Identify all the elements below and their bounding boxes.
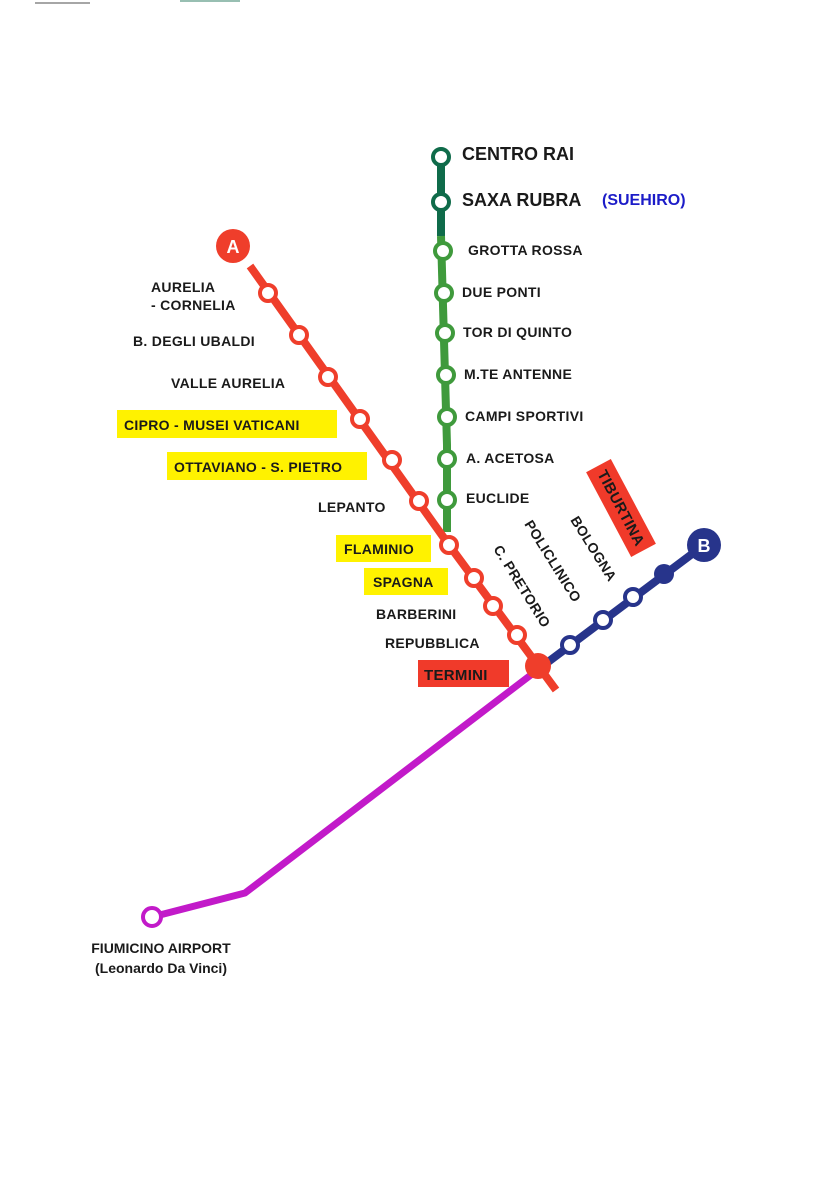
station-marker-green[interactable]	[436, 365, 456, 385]
station-label-flaminio: FLAMINIO	[344, 541, 414, 557]
airport-line-track	[151, 665, 543, 921]
station-marker-b[interactable]	[623, 587, 643, 607]
station-label-grotta-rossa: GROTTA ROSSA	[468, 242, 583, 258]
station-marker-b[interactable]	[560, 635, 580, 655]
station-marker-b[interactable]	[593, 610, 613, 630]
station-label-cipro: CIPRO - MUSEI VATICANI	[124, 417, 300, 433]
station-marker-green[interactable]	[437, 490, 457, 510]
station-marker-a[interactable]	[483, 596, 503, 616]
station-marker-green-dark[interactable]	[431, 192, 451, 212]
highlight-termini	[418, 660, 509, 687]
station-marker-green[interactable]	[437, 407, 457, 427]
station-label-lepanto: LEPANTO	[318, 499, 386, 515]
station-marker-a[interactable]	[409, 491, 429, 511]
station-marker-a[interactable]	[439, 535, 459, 555]
line-b-badge[interactable]: B	[687, 528, 721, 562]
station-label-euclide: EUCLIDE	[466, 490, 530, 506]
line-a-badge-label: A	[227, 237, 240, 257]
suehiro-note: (SUEHIRO)	[602, 192, 686, 209]
station-marker-green[interactable]	[433, 241, 453, 261]
line-b-badge-label: B	[698, 536, 711, 556]
station-label-a-acetosa: A. ACETOSA	[466, 450, 555, 466]
station-label-repubblica: REPUBBLICA	[385, 635, 480, 651]
station-label-centro-rai: CENTRO RAI	[462, 144, 574, 164]
station-label-spagna: SPAGNA	[373, 574, 434, 590]
station-label-barberini: BARBERINI	[376, 606, 456, 622]
station-label-bologna: BOLOGNA	[567, 513, 620, 584]
station-marker-a[interactable]	[464, 568, 484, 588]
station-marker-a[interactable]	[258, 283, 278, 303]
airport-sublabel: (Leonardo Da Vinci)	[95, 960, 227, 976]
station-marker-a[interactable]	[382, 450, 402, 470]
station-label-termini: TERMINI	[424, 667, 488, 684]
termini-interchange-marker[interactable]	[525, 653, 551, 679]
station-label-tor-di-quinto: TOR DI QUINTO	[463, 324, 572, 340]
line-a-badge[interactable]: A	[216, 229, 250, 263]
station-label-ottaviano: OTTAVIANO - S. PIETRO	[174, 459, 342, 475]
station-label-cornelia: - CORNELIA	[151, 297, 236, 313]
highlight-tiburtina	[586, 459, 656, 557]
station-marker-green[interactable]	[437, 449, 457, 469]
station-marker-green-dark[interactable]	[431, 147, 451, 167]
airport-label: FIUMICINO AIRPORT	[91, 940, 231, 956]
station-marker-airport[interactable]	[141, 906, 163, 928]
station-label-aurelia: AURELIA	[151, 279, 215, 295]
station-marker-green[interactable]	[435, 323, 455, 343]
highlight-ottaviano	[167, 452, 367, 480]
station-label-b-degli-ubaldi: B. DEGLI UBALDI	[133, 333, 255, 349]
highlight-spagna	[364, 568, 448, 595]
station-marker-a[interactable]	[318, 367, 338, 387]
highlight-flaminio	[336, 535, 431, 562]
station-marker-a[interactable]	[350, 409, 370, 429]
station-label-m-te-antenne: M.TE ANTENNE	[464, 366, 572, 382]
station-label-saxa-rubra: SAXA RUBRA	[462, 190, 581, 210]
station-label-due-ponti: DUE PONTI	[462, 284, 541, 300]
station-marker-a[interactable]	[289, 325, 309, 345]
station-marker-b-filled[interactable]	[654, 564, 674, 584]
station-marker-green[interactable]	[434, 283, 454, 303]
highlight-cipro	[117, 410, 337, 438]
station-label-campi-sportivi: CAMPI SPORTIVI	[465, 408, 584, 424]
station-marker-a[interactable]	[507, 625, 527, 645]
station-label-valle-aurelia: VALLE AURELIA	[171, 375, 285, 391]
